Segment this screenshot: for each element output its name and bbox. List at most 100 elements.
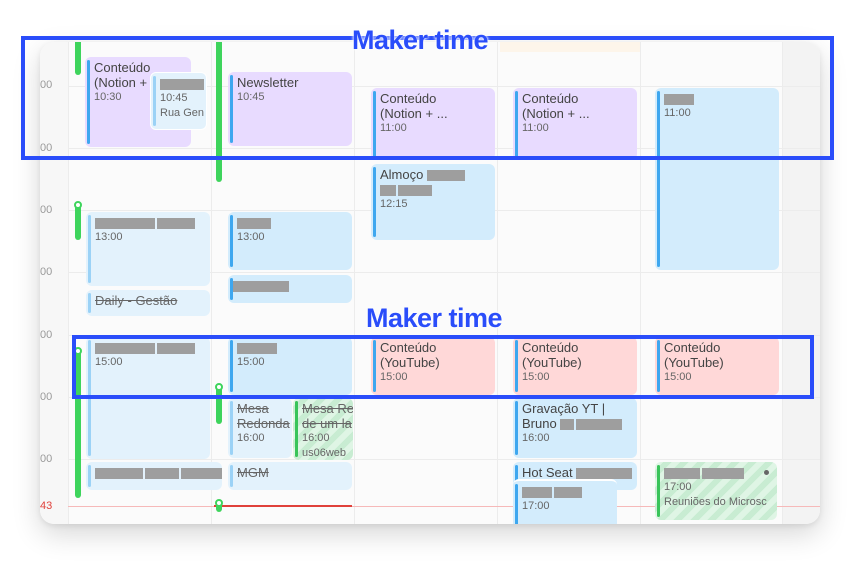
calendar-event[interactable]: 17:00 — [513, 479, 617, 524]
maker-time-annotation: Maker time — [352, 25, 489, 55]
event-title: Conteúdo — [380, 91, 437, 106]
event-title: (Notion + ... — [522, 106, 590, 121]
event-time: 10:45 — [160, 92, 188, 104]
event-title-text: Hot Seat — [522, 465, 573, 480]
redacted-text — [398, 185, 432, 197]
calendar-event[interactable]: Newsletter 10:45 — [228, 72, 352, 146]
time-label: 00 — [40, 329, 53, 341]
event-title — [95, 215, 204, 230]
event-time: 15:00 — [237, 356, 265, 368]
event-time: 17:00 — [522, 500, 550, 512]
event-title: (YouTube) — [522, 355, 582, 370]
event-time: 13:00 — [237, 231, 265, 243]
calendar-event[interactable]: Conteúdo (Notion + ... 11:00 — [513, 88, 637, 160]
hour-gridline — [68, 459, 820, 460]
calendar-event[interactable]: 11:00 — [655, 88, 779, 270]
day-divider — [211, 42, 212, 524]
event-title: (Notion + — [94, 75, 148, 90]
focus-bar — [215, 499, 223, 512]
redacted-text — [554, 487, 582, 499]
redacted-text — [181, 468, 222, 480]
calendar-event[interactable]: Mesa Re de um la 16:00 us06web — [293, 398, 353, 460]
event-time: 10:30 — [94, 91, 122, 103]
event-title: Daily - Gestão — [95, 293, 178, 308]
calendar-event[interactable]: MGM — [228, 462, 352, 490]
redacted-text — [160, 79, 204, 91]
event-time: 16:00 — [237, 432, 265, 444]
event-title: Almoço — [380, 167, 489, 182]
calendar-event[interactable]: 10:45 Rua Gen — [150, 72, 207, 130]
event-title: de um la — [302, 416, 352, 431]
current-time-label: 43 — [40, 500, 53, 512]
time-label: 00 — [40, 453, 53, 465]
calendar-event[interactable] — [228, 275, 352, 303]
event-time: 15:00 — [664, 371, 692, 383]
event-title: Mesa — [237, 401, 269, 416]
event-location: Rua Gen — [160, 107, 205, 119]
event-title: Hot Seat — [522, 465, 633, 480]
hour-gridline — [68, 86, 820, 87]
event-time: 12:15 — [380, 198, 408, 210]
weekend-column — [782, 42, 820, 524]
calendar-event[interactable] — [86, 462, 222, 490]
event-title: Conteúdo — [380, 340, 437, 355]
event-title: Bruno — [522, 416, 631, 431]
time-label: 00 — [40, 204, 53, 216]
event-title — [237, 340, 346, 355]
redacted-text — [231, 281, 289, 293]
calendar-event[interactable]: Conteúdo (YouTube) 15:00 — [371, 337, 495, 395]
redacted-text — [664, 94, 694, 106]
status-dot-icon — [764, 470, 769, 475]
day-divider — [640, 42, 641, 524]
maker-time-highlight-box — [72, 335, 814, 399]
all-day-strip — [500, 42, 640, 52]
redacted-text — [237, 218, 271, 230]
event-title: Conteúdo — [522, 340, 579, 355]
calendar-event[interactable]: Mesa Redonda 16:00 — [228, 398, 292, 458]
event-title — [664, 465, 771, 480]
redacted-text — [95, 468, 143, 480]
event-title — [95, 465, 222, 480]
redacted-text — [426, 170, 465, 182]
event-title-text: Almoço — [380, 167, 424, 182]
event-title — [380, 182, 489, 197]
calendar-event[interactable]: 15:00 — [228, 337, 352, 395]
day-divider — [354, 42, 355, 524]
redacted-text — [95, 343, 155, 355]
redacted-text — [237, 343, 277, 355]
calendar-event[interactable]: 13:00 — [86, 212, 210, 286]
event-title: (YouTube) — [664, 355, 724, 370]
event-time: 15:00 — [95, 356, 123, 368]
event-time: 15:00 — [522, 371, 550, 383]
event-location: us06web — [302, 447, 347, 459]
focus-bar — [74, 201, 82, 240]
calendar-event[interactable]: Daily - Gestão — [86, 290, 210, 316]
event-time: 11:00 — [522, 122, 549, 134]
event-time: 16:00 — [522, 432, 550, 444]
calendar-event[interactable]: 17:00 Reuniões do Microsc — [655, 462, 777, 520]
time-gutter: 00 00 00 00 00 00 00 43 — [40, 42, 68, 524]
event-title — [231, 278, 346, 293]
maker-time-highlight-box — [21, 36, 834, 160]
redacted-text — [157, 343, 195, 355]
maker-time-annotation: Maker time — [366, 303, 503, 333]
calendar-event[interactable]: Gravação YT | Bruno 16:00 — [513, 398, 637, 458]
time-label: 00 — [40, 79, 53, 91]
calendar-event[interactable]: Conteúdo (YouTube) 15:00 — [513, 337, 637, 395]
calendar-event[interactable]: Conteúdo (Notion + ... 11:00 — [371, 88, 495, 160]
event-time: 11:00 — [380, 122, 407, 134]
event-title — [522, 484, 611, 499]
calendar-event[interactable]: Almoço 12:15 — [371, 164, 495, 240]
event-title: Conteúdo — [522, 91, 579, 106]
event-title: Conteúdo — [664, 340, 721, 355]
event-title: (YouTube) — [380, 355, 440, 370]
focus-bar — [215, 383, 223, 424]
day-divider — [68, 42, 69, 524]
event-title — [664, 91, 773, 106]
event-time: 17:00 — [664, 481, 692, 493]
calendar-event[interactable]: 13:00 — [228, 212, 352, 270]
redacted-text — [664, 468, 700, 480]
redacted-text — [576, 468, 633, 480]
event-title: Redonda — [237, 416, 290, 431]
calendar-event[interactable]: Conteúdo (YouTube) 15:00 — [655, 337, 779, 395]
